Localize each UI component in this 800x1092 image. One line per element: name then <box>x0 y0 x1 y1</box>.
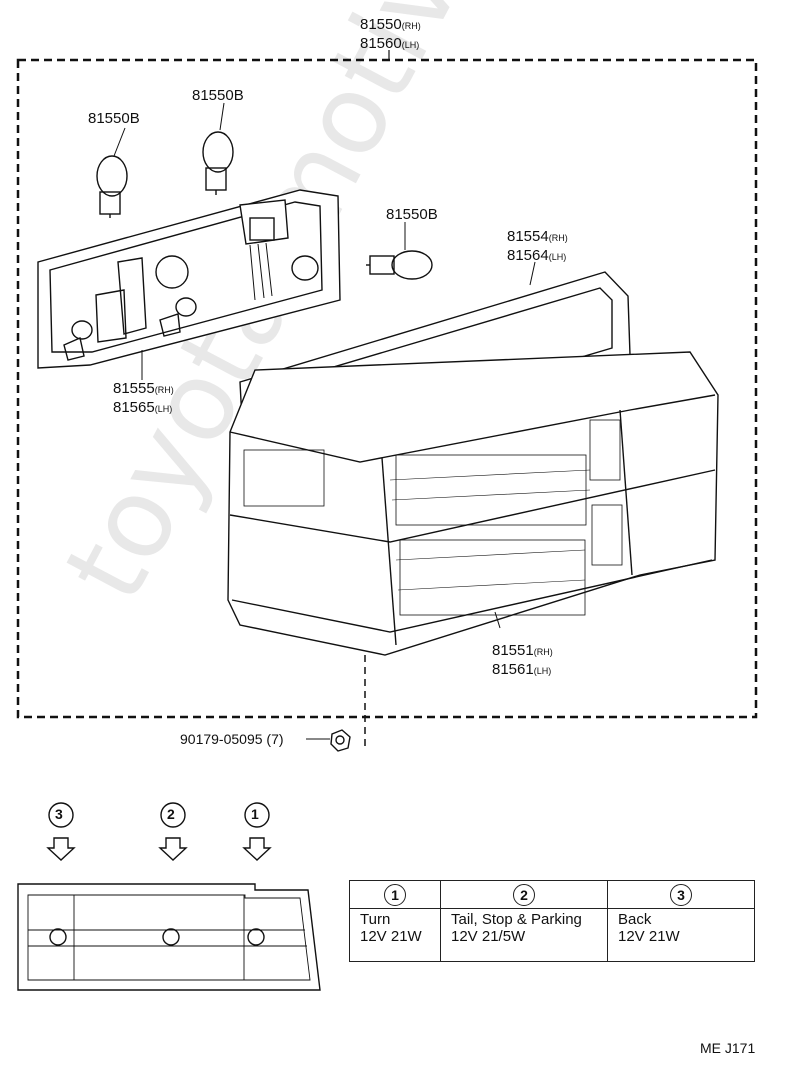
bulb-81550b-left <box>96 127 128 218</box>
legend-function-1: Turn <box>360 911 391 928</box>
lamp-rear-view <box>17 883 321 991</box>
marker-number-1: 1 <box>251 806 259 822</box>
nut-90179-05095 <box>330 729 351 752</box>
bulb-legend-table: 1 2 3 Turn 12V 21W Tail, Stop & Parking … <box>349 880 755 962</box>
label-bulb-left: 81550B <box>88 110 140 127</box>
assy-lh-number: 81560 <box>360 35 402 52</box>
position-marker-3 <box>46 802 76 861</box>
socket-lh-number: 81565 <box>113 399 155 416</box>
label-lamp-assembly: 81550(RH) 81560(LH) <box>360 16 421 54</box>
gasket-lh-side: (LH) <box>548 252 567 262</box>
lens-rh-number: 81551 <box>492 642 534 659</box>
position-marker-1 <box>242 802 272 861</box>
label-lens: 81551(RH) 81561(LH) <box>492 642 553 680</box>
lens-lh-side: (LH) <box>533 666 552 676</box>
label-nut: 90179-05095 (7) <box>180 731 284 747</box>
socket-rh-side: (RH) <box>154 385 174 395</box>
legend-num-3: 3 <box>670 883 692 906</box>
drawing-code: ME J171 <box>700 1040 756 1056</box>
label-gasket: 81554(RH) 81564(LH) <box>507 228 568 266</box>
marker-number-3: 3 <box>55 806 63 822</box>
legend-spec-3: 12V 21W <box>618 928 680 945</box>
lens-lh-number: 81561 <box>492 661 534 678</box>
gasket-rh-number: 81554 <box>507 228 549 245</box>
legend-spec-1: 12V 21W <box>360 928 422 945</box>
bulb-81550b-center <box>202 102 234 195</box>
legend-function-3: Back <box>618 911 652 928</box>
legend-spec-2: 12V 21/5W <box>451 928 526 945</box>
gasket-rh-side: (RH) <box>548 233 568 243</box>
label-socket: 81555(RH) 81565(LH) <box>113 380 174 418</box>
position-marker-2 <box>158 802 188 861</box>
assy-lh-side: (LH) <box>401 40 420 50</box>
assembly-boundary <box>16 58 758 719</box>
legend-num-1: 1 <box>384 883 406 906</box>
socket-lh-side: (LH) <box>154 404 173 414</box>
label-bulb-right: 81550B <box>386 206 438 223</box>
marker-number-2: 2 <box>167 806 175 822</box>
socket-housing-panel <box>37 189 341 369</box>
legend-function-2: Tail, Stop & Parking <box>451 911 582 928</box>
assy-rh-side: (RH) <box>401 21 421 31</box>
legend-num-2: 2 <box>513 883 535 906</box>
gasket-lh-number: 81564 <box>507 247 549 264</box>
lens-assembly <box>227 351 719 656</box>
bulb-81550b-right <box>366 222 433 280</box>
assy-rh-number: 81550 <box>360 16 402 33</box>
socket-rh-number: 81555 <box>113 380 155 397</box>
label-bulb-center: 81550B <box>192 87 244 104</box>
lens-rh-side: (RH) <box>533 647 553 657</box>
